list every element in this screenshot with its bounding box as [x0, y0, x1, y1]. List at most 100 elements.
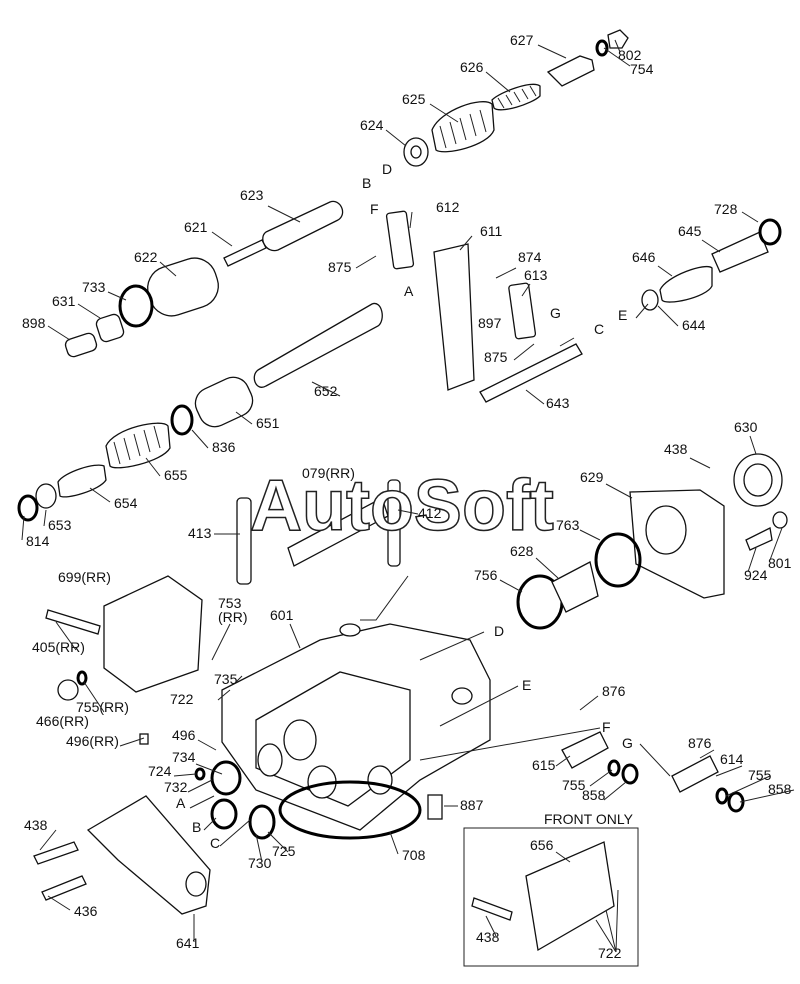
oring-725 — [248, 804, 276, 840]
spool-623 — [262, 200, 344, 252]
label-412: 412 — [418, 505, 442, 521]
leader-lines — [21, 39, 795, 953]
piston-614 — [671, 755, 719, 793]
plug-801 — [772, 511, 788, 529]
cover-641 — [86, 795, 211, 915]
bolt-405 — [45, 609, 101, 635]
label-722b: 722 — [598, 945, 622, 961]
label-887: 887 — [460, 797, 484, 813]
label-A2: A — [176, 795, 186, 811]
label-708: 708 — [402, 847, 426, 863]
label-858b: 858 — [768, 781, 792, 797]
bolt-438a — [33, 841, 79, 865]
label-643: 643 — [546, 395, 570, 411]
label-G1: G — [550, 305, 561, 321]
label-876b: 876 — [688, 735, 712, 751]
label-G2: G — [622, 735, 633, 751]
label-756: 756 — [474, 567, 498, 583]
label-438a: 438 — [664, 441, 688, 457]
spring-625 — [431, 101, 495, 153]
label-A1: A — [404, 283, 414, 299]
label-876a: 876 — [602, 683, 626, 699]
plug-802 — [607, 29, 629, 49]
label-438b: 438 — [24, 817, 48, 833]
label-801: 801 — [768, 555, 792, 571]
plate-612 — [385, 210, 415, 270]
label-B2: B — [192, 819, 201, 835]
label-654: 654 — [114, 495, 138, 511]
label-438c: 438 — [476, 929, 500, 945]
label-875b: 875 — [484, 349, 508, 365]
label-836: 836 — [212, 439, 236, 455]
label-496: 496 — [172, 727, 196, 743]
piston-627 — [546, 55, 595, 87]
label-924: 924 — [744, 567, 768, 583]
label-763: 763 — [556, 517, 580, 533]
label-D2: D — [494, 623, 504, 639]
shaft-643 — [479, 343, 583, 403]
label-734: 734 — [172, 749, 196, 765]
label-733: 733 — [82, 279, 106, 295]
plug-466 — [57, 679, 79, 701]
label-898: 898 — [22, 315, 46, 331]
label-601: 601 — [270, 607, 294, 623]
plug-898 — [64, 332, 98, 358]
label-626: 626 — [460, 59, 484, 75]
label-645: 645 — [678, 223, 702, 239]
label-753rr: (RR) — [218, 609, 248, 625]
label-722a: 722 — [170, 691, 194, 707]
label-613: 613 — [524, 267, 548, 283]
label-753: 753 — [218, 595, 242, 611]
ring-836 — [170, 404, 194, 436]
label-E2: E — [522, 677, 531, 693]
valve-body-601 — [221, 623, 491, 840]
watermark: AutoSoft — [250, 466, 554, 546]
oring-733 — [118, 284, 154, 328]
label-079: 079(RR) — [302, 465, 355, 481]
plug-631 — [95, 313, 125, 343]
label-814: 814 — [26, 533, 50, 549]
inset-title: FRONT ONLY — [544, 811, 634, 827]
oring-730 — [210, 798, 238, 830]
label-E1: E — [618, 307, 627, 323]
label-732: 732 — [164, 779, 188, 795]
label-466: 466(RR) — [36, 713, 89, 729]
oring-728 — [758, 218, 782, 246]
label-614: 614 — [720, 751, 744, 767]
top-spool-parts — [17, 29, 782, 522]
front-only-inset — [463, 827, 639, 967]
pin-887 — [427, 794, 443, 820]
bolt-438c — [471, 897, 513, 921]
label-628: 628 — [510, 543, 534, 559]
label-623: 623 — [240, 187, 264, 203]
plug-924 — [745, 527, 773, 551]
label-615: 615 — [532, 757, 556, 773]
oring-724 — [194, 767, 206, 781]
spring-626 — [491, 83, 541, 111]
label-735: 735 — [214, 671, 238, 687]
oring-732 — [210, 760, 242, 796]
oring-708 — [278, 780, 422, 840]
lower-parts — [33, 731, 745, 915]
spring-654 — [57, 464, 107, 498]
piston-645 — [711, 231, 769, 273]
label-755b: 755 — [748, 767, 772, 783]
label-641: 641 — [176, 935, 200, 951]
label-699: 699(RR) — [58, 569, 111, 585]
ring-814 — [17, 494, 39, 522]
oring-754 — [595, 39, 609, 57]
label-754: 754 — [630, 61, 654, 77]
label-644: 644 — [682, 317, 706, 333]
label-631: 631 — [52, 293, 76, 309]
label-652: 652 — [314, 383, 338, 399]
spring-646 — [659, 266, 713, 303]
label-F1: F — [370, 201, 379, 217]
plug-628 — [551, 561, 599, 613]
label-436: 436 — [74, 903, 98, 919]
label-655: 655 — [164, 467, 188, 483]
label-875a: 875 — [328, 259, 352, 275]
label-B1: B — [362, 175, 371, 191]
bolt-413 — [236, 497, 252, 585]
label-874: 874 — [518, 249, 542, 265]
